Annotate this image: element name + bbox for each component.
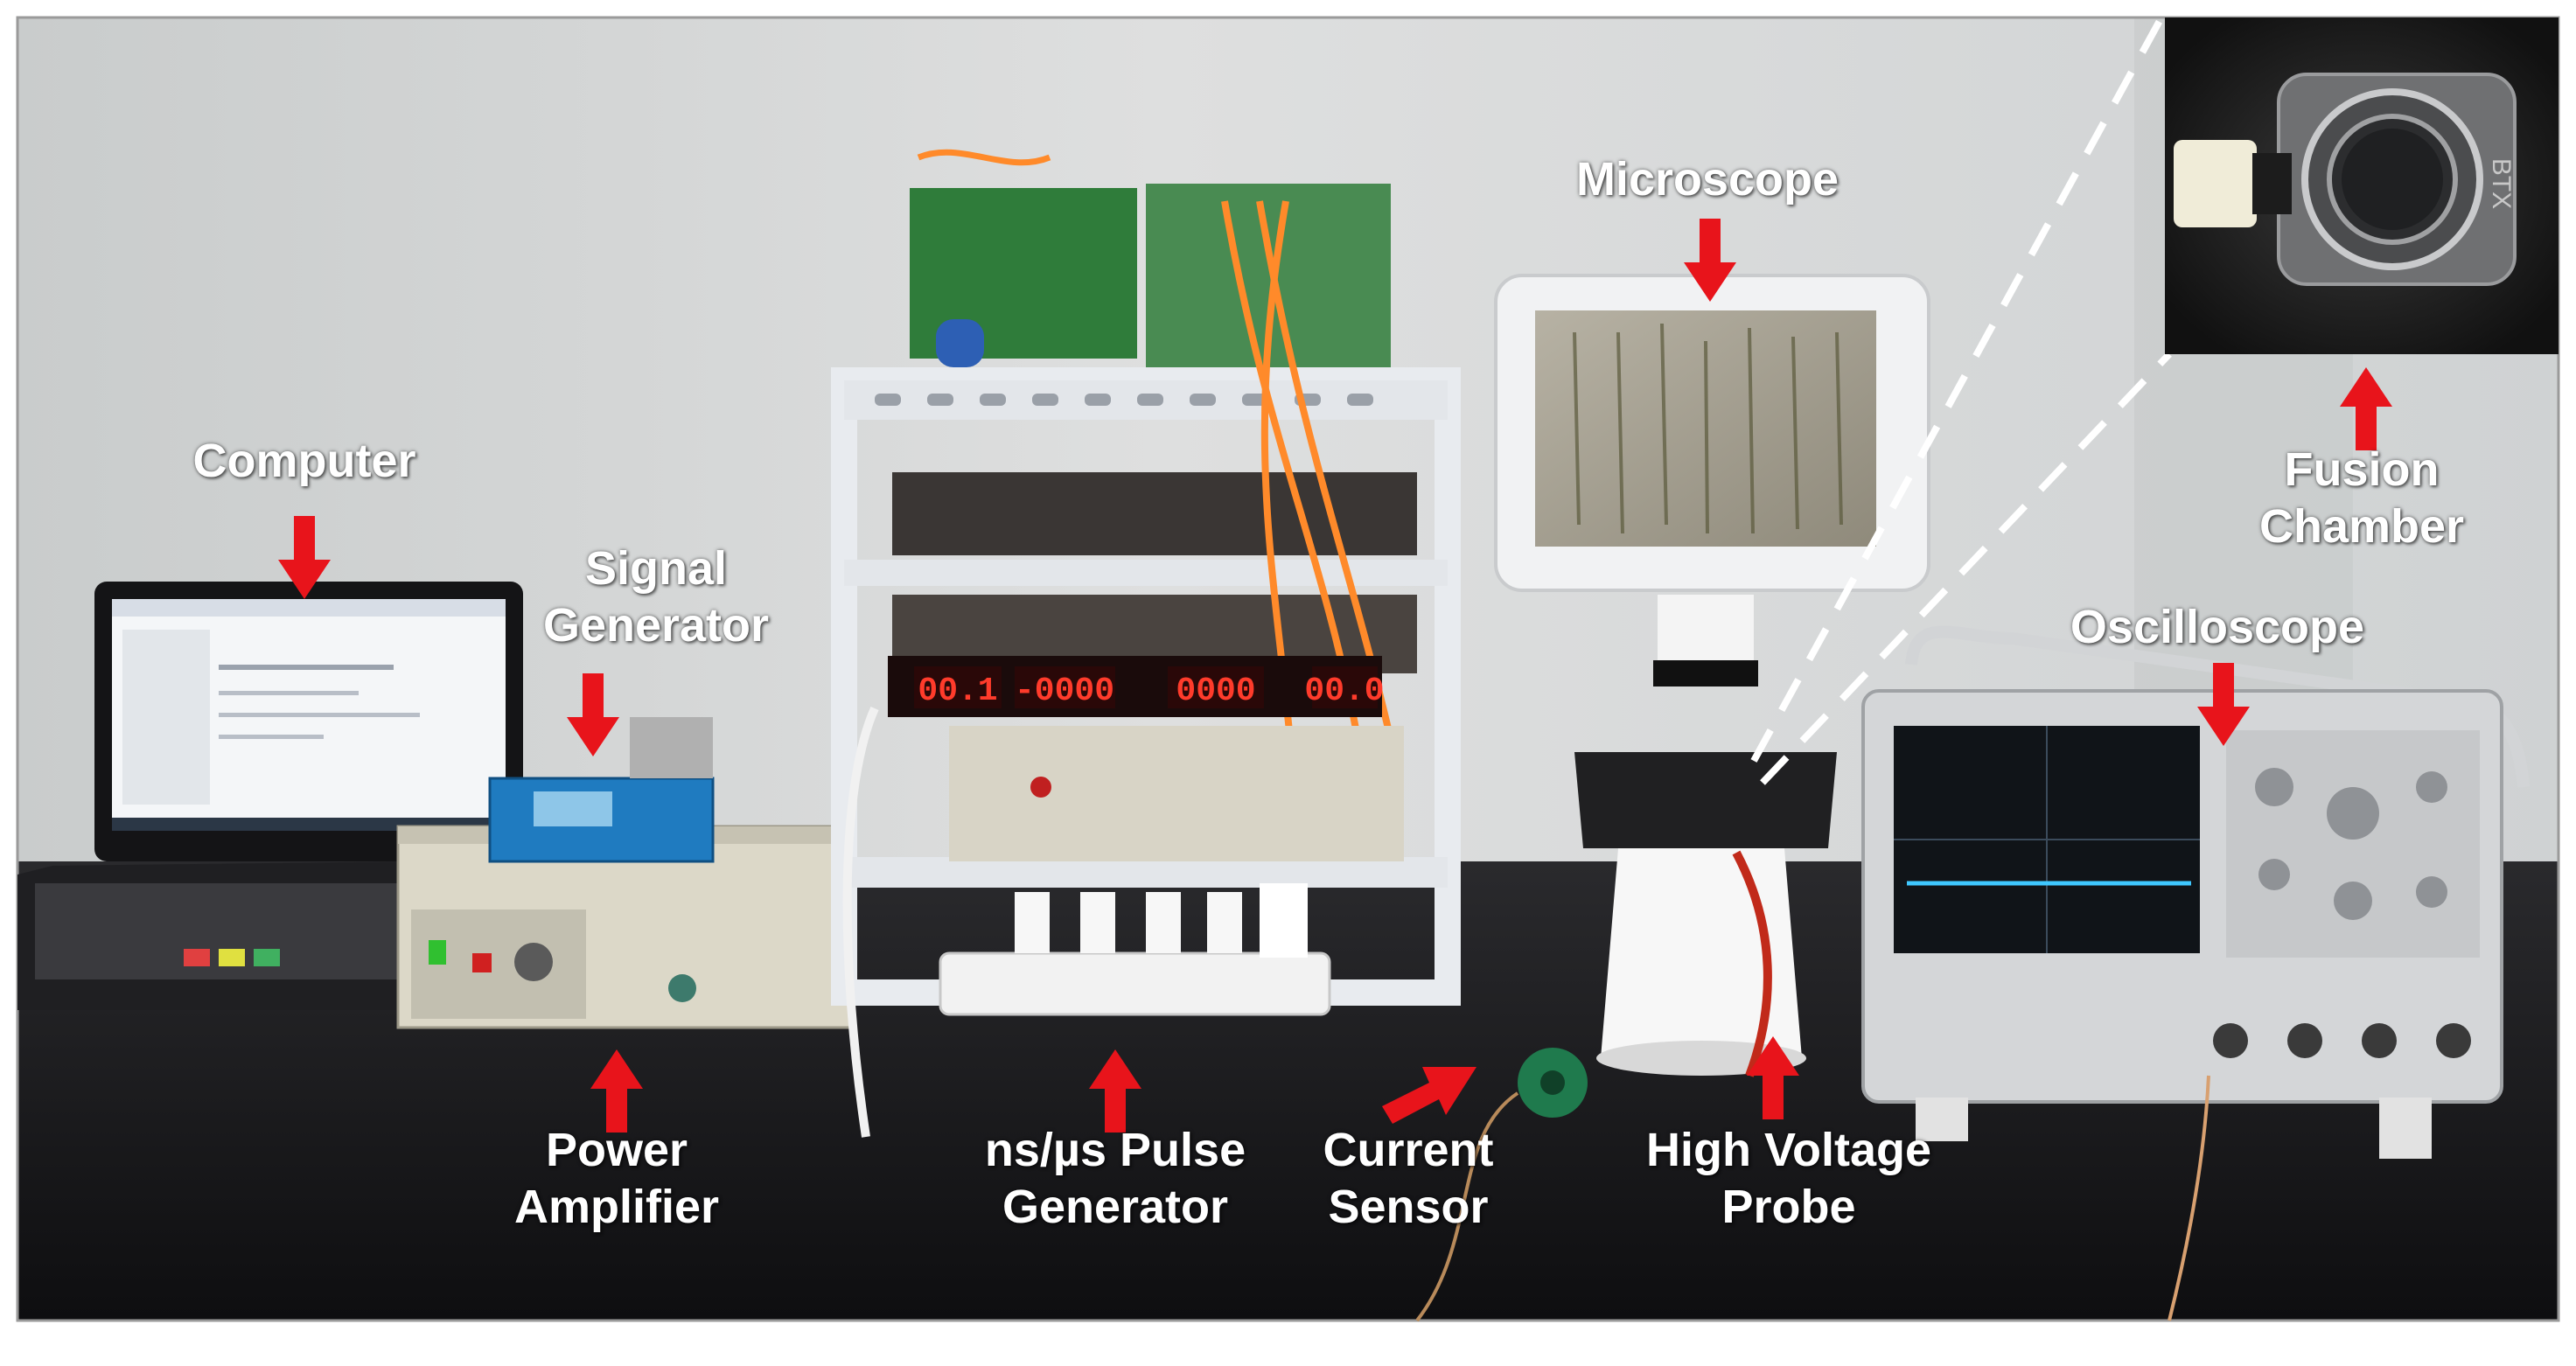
label-pulse-generator-line-2: Generator bbox=[1002, 1180, 1229, 1233]
label-fusion-chamber-line-2: Chamber bbox=[2258, 499, 2465, 553]
inset-chamber-marking: BTX bbox=[2487, 158, 2516, 209]
arrow-fusion-chamber bbox=[2340, 367, 2392, 450]
oscilloscope-device bbox=[1861, 625, 2530, 1321]
display-4: 00.0 bbox=[1304, 673, 1384, 710]
label-signal-generator-line-2: Generator bbox=[542, 598, 770, 652]
arrow-pulse-generator bbox=[1089, 1049, 1141, 1133]
display-2: -0000 bbox=[1015, 673, 1114, 710]
label-signal-generator-line-1: Signal bbox=[584, 542, 728, 595]
label-microscope: Microscope bbox=[1575, 153, 1840, 206]
label-current-sensor-line-2: Sensor bbox=[1328, 1180, 1489, 1233]
arrow-current-sensor bbox=[1382, 1067, 1476, 1124]
label-power-amplifier-line-1: Power bbox=[545, 1124, 688, 1176]
label-current-sensor-line-1: Current bbox=[1323, 1124, 1494, 1176]
arrow-computer bbox=[278, 516, 331, 599]
label-high-voltage-probe: High Voltage Probe bbox=[1646, 1122, 1931, 1236]
arrow-microscope bbox=[1684, 219, 1736, 302]
current-sensor-device bbox=[1415, 1048, 1588, 1322]
label-fusion-chamber: Fusion Chamber bbox=[2259, 442, 2464, 555]
arrow-signal-generator bbox=[567, 673, 619, 756]
label-pulse-generator: ns/µs Pulse Generator bbox=[985, 1122, 1246, 1236]
label-power-amplifier-line-2: Amplifier bbox=[513, 1180, 720, 1233]
laptop bbox=[17, 582, 523, 1010]
signal-generator-device bbox=[488, 717, 715, 863]
display-1: 00.1 bbox=[918, 673, 997, 710]
label-high-voltage-probe-line-2: Probe bbox=[1721, 1180, 1856, 1233]
display-3: 0000 bbox=[1176, 673, 1255, 710]
pulse-generator-rack: 00.1 -0000 0000 00.0 bbox=[831, 149, 1461, 1138]
label-high-voltage-probe-line-1: High Voltage bbox=[1645, 1124, 1932, 1176]
label-signal-generator: Signal Generator bbox=[543, 540, 769, 654]
arrow-high-voltage-probe bbox=[1747, 1036, 1799, 1119]
label-pulse-generator-line-1: ns/µs Pulse bbox=[984, 1124, 1246, 1176]
arrow-oscilloscope bbox=[2197, 663, 2250, 746]
fusion-chamber-inset: BTX bbox=[2165, 17, 2559, 354]
microscope-device bbox=[1494, 274, 1930, 1077]
label-power-amplifier: Power Amplifier bbox=[514, 1122, 719, 1236]
label-fusion-chamber-line-1: Fusion bbox=[2284, 443, 2440, 496]
zoom-dashed-lines bbox=[1750, 17, 2172, 785]
label-oscilloscope: Oscilloscope bbox=[2070, 601, 2365, 653]
label-computer: Computer bbox=[192, 435, 416, 487]
label-current-sensor: Current Sensor bbox=[1323, 1122, 1493, 1236]
arrow-power-amplifier bbox=[590, 1049, 643, 1133]
